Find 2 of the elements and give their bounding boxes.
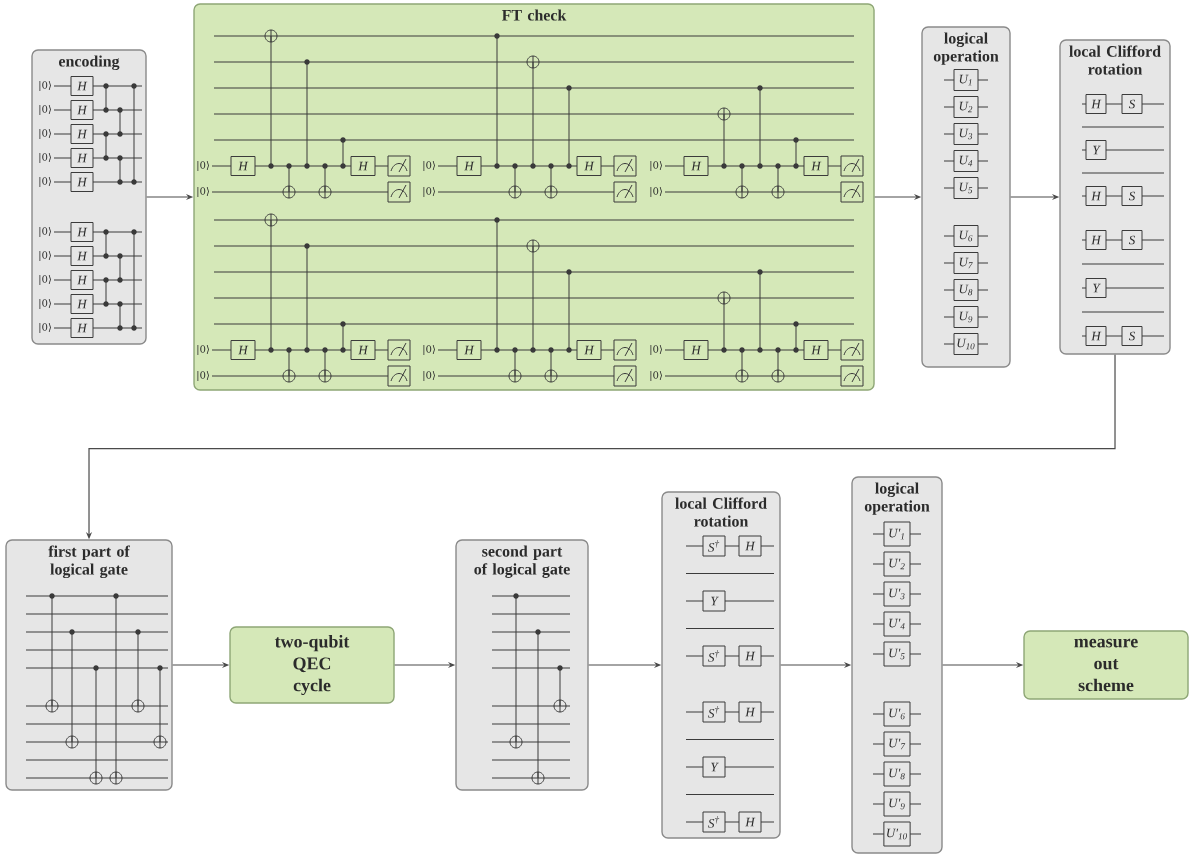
process-box: measure out scheme — [1023, 630, 1189, 700]
process-box: two-qubit QEC cycle — [229, 626, 395, 704]
